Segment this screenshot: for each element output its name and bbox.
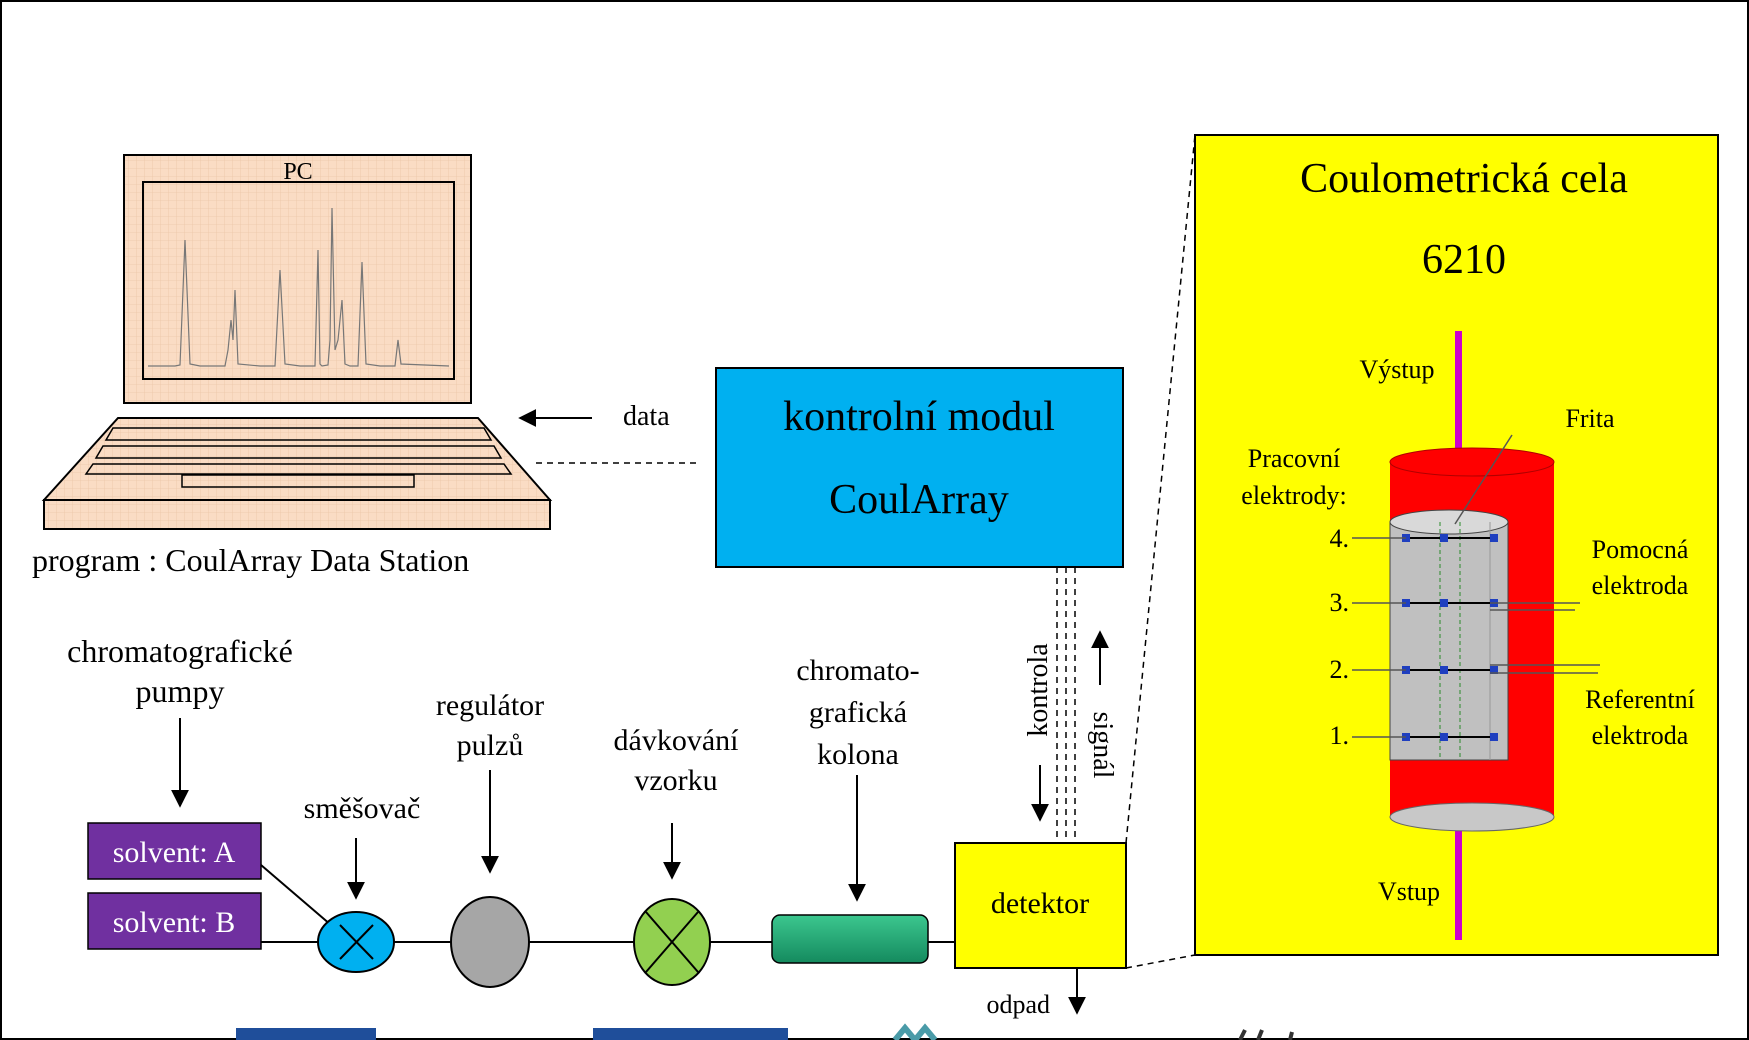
- ref-electrode-line2: elektroda: [1592, 721, 1689, 750]
- pulse-regulator-line1: regulátor: [436, 689, 544, 722]
- control-module-line2: CoulArray: [829, 477, 1009, 523]
- outlet-tube: [1455, 331, 1462, 458]
- working-electrodes-line1: Pracovní: [1248, 444, 1340, 473]
- sample-dosing-line2: vzorku: [634, 764, 717, 797]
- logo-fragment-2: [593, 1028, 788, 1040]
- zoom-line-bottom: [1125, 954, 1196, 969]
- keyboard-row-1: [104, 427, 493, 441]
- inlet-tube: [1455, 820, 1462, 940]
- logo-fragment-4: [1238, 1029, 1294, 1040]
- waste-label: odpad: [986, 990, 1050, 1019]
- solvent-a-label: solvent: A: [113, 836, 236, 869]
- electrode-3-label: 3.: [1330, 588, 1350, 617]
- sample-valve-icon: [633, 898, 711, 986]
- cell-body: [1352, 434, 1600, 832]
- zoom-line-top: [1125, 134, 1196, 844]
- keyboard-row-3: [84, 463, 513, 475]
- pulse-regulator-icon: [450, 896, 530, 988]
- solvent-b-label: solvent: B: [113, 906, 236, 939]
- inlet-label: Vstup: [1378, 877, 1440, 906]
- signal-label: signál: [1087, 712, 1118, 779]
- control-module-line1: kontrolní modul: [783, 394, 1055, 440]
- aux-electrode-line1: Pomocná: [1592, 535, 1689, 564]
- touchpad: [181, 474, 415, 488]
- laptop-icon: PC: [41, 154, 553, 530]
- outlet-label: Výstup: [1359, 355, 1434, 384]
- data-label: data: [623, 401, 670, 432]
- cell-title: Coulometrická cela: [1300, 156, 1628, 202]
- column-line1: chromato-: [796, 654, 919, 687]
- column-line2: grafická: [809, 696, 907, 729]
- logo-fragment-1: [236, 1028, 376, 1040]
- chromatography-column: [771, 914, 929, 964]
- keyboard-row-2: [94, 445, 503, 459]
- detector-label: detektor: [991, 887, 1089, 920]
- aux-electrode-line2: elektroda: [1592, 571, 1689, 600]
- electrode-1-label: 1.: [1330, 721, 1350, 750]
- pumps-heading-line1: chromatografické: [67, 633, 293, 669]
- detector-box: [954, 842, 1127, 969]
- sample-dosing-line1: dávkování: [614, 724, 740, 757]
- logo-fragment-3: [892, 1023, 938, 1040]
- ref-electrode-line1: Referentní: [1585, 685, 1695, 714]
- frit-label: Frita: [1565, 404, 1615, 433]
- pc-title: PC: [283, 159, 312, 185]
- program-caption: program : CoulArray Data Station: [32, 542, 469, 578]
- mixer-label: směšovač: [304, 792, 421, 825]
- laptop-screen: [142, 181, 455, 380]
- cell-model: 6210: [1422, 237, 1506, 283]
- laptop-front-edge: [43, 499, 551, 530]
- electrode-2-label: 2.: [1330, 655, 1350, 684]
- solvent-a-box: [87, 822, 262, 880]
- pumps-heading-line2: pumpy: [136, 673, 225, 709]
- mixer-icon: [317, 911, 395, 973]
- working-electrodes-line2: elektrody:: [1241, 481, 1346, 510]
- electrode-4-label: 4.: [1330, 524, 1350, 553]
- column-line3: kolona: [817, 738, 899, 771]
- chromatogram-trace: [148, 207, 450, 367]
- control-label: kontrola: [1023, 643, 1054, 737]
- pulse-regulator-line2: pulzů: [457, 729, 524, 762]
- control-module-box: [715, 367, 1124, 568]
- solvent-b-box: [87, 892, 262, 950]
- solvent-a-line: [260, 864, 332, 926]
